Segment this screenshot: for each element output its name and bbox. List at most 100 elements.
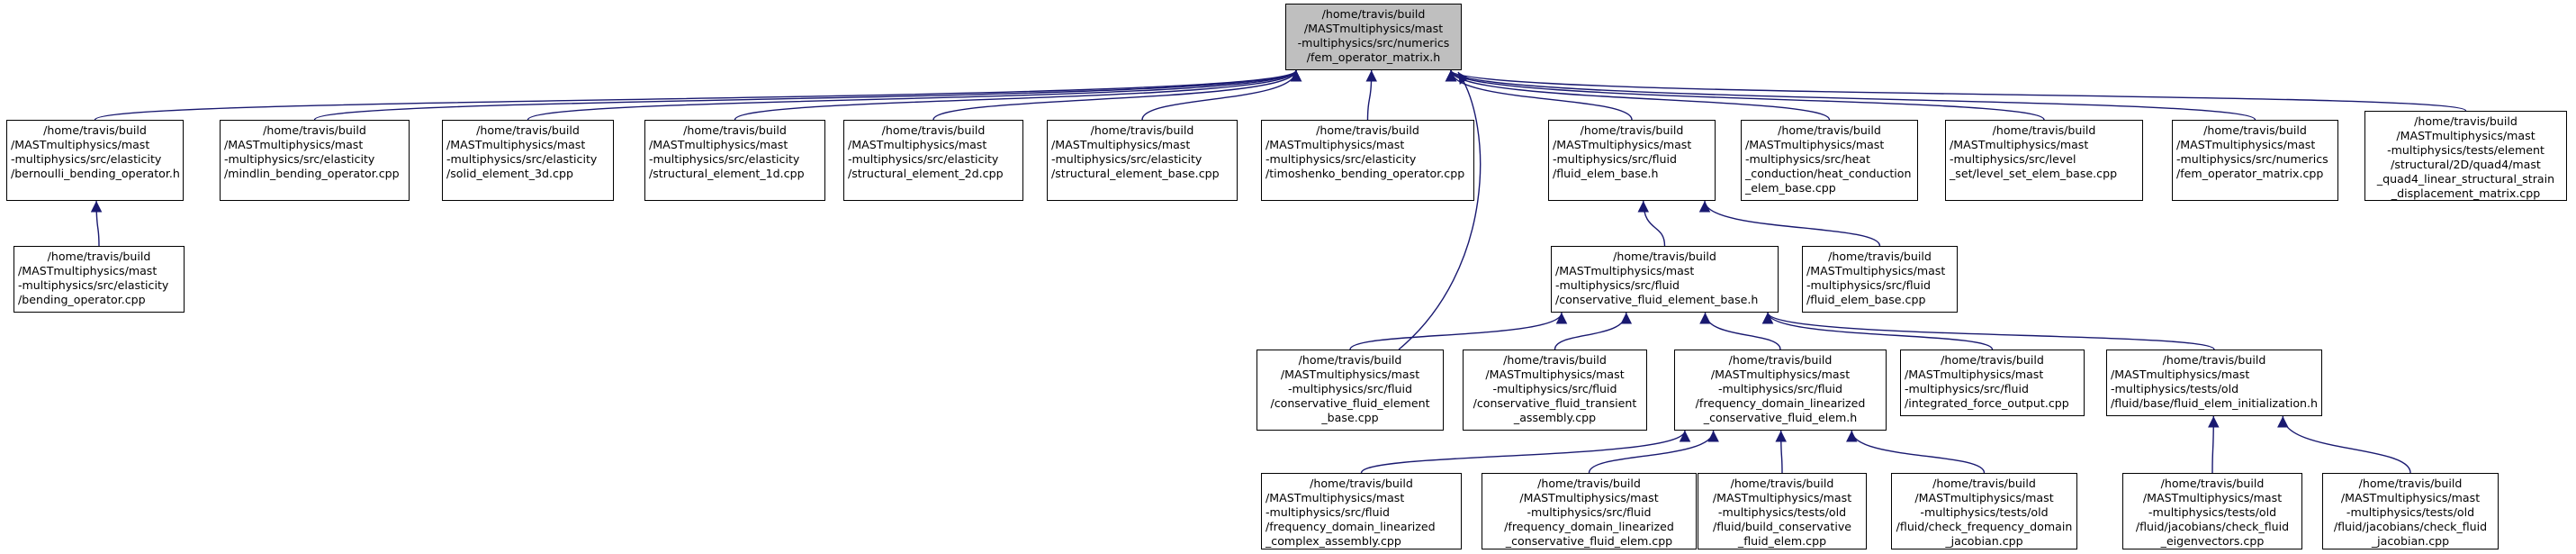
- dependency-edge-femopcpp-to-root: [1446, 69, 2256, 121]
- file-node-femopcpp[interactable]: /home/travis/build/MASTmultiphysics/mast…: [2172, 120, 2338, 201]
- file-node-path-line: /home/travis/build: [1728, 353, 1833, 367]
- file-node-path-line: -multiphysics/src/level: [1950, 152, 2076, 166]
- file-node-path-line: /home/travis/build: [1730, 477, 1834, 490]
- file-node-fluidelembaseh[interactable]: /home/travis/build/MASTmultiphysics/mast…: [1548, 120, 1716, 201]
- file-node-path-line: _conservative_fluid_elem.h: [1703, 411, 1858, 424]
- file-node-freqlincpp[interactable]: /home/travis/build/MASTmultiphysics/mast…: [1482, 473, 1697, 549]
- file-node-path-line: /MASTmultiphysics/mast: [1553, 138, 1692, 151]
- file-node-heatcond[interactable]: /home/travis/build/MASTmultiphysics/mast…: [1741, 120, 1918, 201]
- file-node-path-line: /home/travis/build: [1537, 477, 1641, 490]
- file-node-freqlinh[interactable]: /home/travis/build/MASTmultiphysics/mast…: [1674, 350, 1887, 431]
- file-node-path-line: _complex_assembly.cpp: [1265, 534, 1401, 548]
- file-node-intforce[interactable]: /home/travis/build/MASTmultiphysics/mast…: [1900, 350, 2085, 416]
- file-node-path-line: -multiphysics/src/fluid: [1492, 382, 1617, 395]
- file-node-path-line: -multiphysics/tests/old: [1717, 505, 1847, 519]
- dependency-edge-fluidelembasecpp-to-fluidelembaseh: [1698, 200, 1881, 247]
- file-node-fluidinit[interactable]: /home/travis/build/MASTmultiphysics/mast…: [2106, 350, 2322, 416]
- file-node-path-line: /home/travis/build: [1310, 477, 1413, 490]
- file-node-path-line: _set/level_set_elem_base.cpp: [1950, 167, 2118, 180]
- file-node-freqcomplex[interactable]: /home/travis/build/MASTmultiphysics/mast…: [1261, 473, 1462, 549]
- file-node-path-line: -multiphysics/tests/element: [2387, 143, 2544, 157]
- file-node-bendingop[interactable]: /home/travis/build/MASTmultiphysics/mast…: [14, 246, 185, 313]
- file-node-path-line: /fluid/build_conservative: [1712, 520, 1852, 533]
- file-node-struct1d[interactable]: /home/travis/build/MASTmultiphysics/mast…: [644, 120, 825, 201]
- dependency-edge-intforce-to-consfluidh: [1761, 312, 1994, 350]
- dependency-edge-levelset-to-root: [1445, 69, 2045, 121]
- file-node-path-line: /MASTmultiphysics/mast: [1280, 368, 1420, 381]
- file-node-path-line: /home/travis/build: [263, 123, 366, 137]
- file-node-path-line: /home/travis/build: [683, 123, 787, 137]
- file-node-path-line: /bernoulli_bending_operator.h: [11, 167, 180, 180]
- file-node-checkfreq[interactable]: /home/travis/build/MASTmultiphysics/mast…: [1891, 473, 2077, 549]
- file-node-path-line: -multiphysics/src/fluid: [1527, 505, 1652, 519]
- file-node-struct2d[interactable]: /home/travis/build/MASTmultiphysics/mast…: [843, 120, 1023, 201]
- file-node-path-line: _conduction/heat_conduction: [1745, 167, 1912, 180]
- file-node-consfluidcpp[interactable]: /home/travis/build/MASTmultiphysics/mast…: [1256, 350, 1444, 431]
- file-node-levelset[interactable]: /home/travis/build/MASTmultiphysics/mast…: [1945, 120, 2143, 201]
- file-node-path-line: /fem_operator_matrix.cpp: [2176, 167, 2324, 180]
- dependency-edge-bendingop-to-bernoulli: [90, 200, 103, 247]
- file-node-path-line: /MASTmultiphysics/mast: [1950, 138, 2089, 151]
- file-node-constransient[interactable]: /home/travis/build/MASTmultiphysics/mast…: [1463, 350, 1647, 431]
- file-node-bernoulli[interactable]: /home/travis/build/MASTmultiphysics/mast…: [6, 120, 184, 201]
- file-node-path-line: /home/travis/build: [1932, 477, 2036, 490]
- file-node-path-line: /structural_element_base.cpp: [1051, 167, 1220, 180]
- file-node-path-line: /MASTmultiphysics/mast: [1745, 138, 1885, 151]
- file-node-path-line: /MASTmultiphysics/mast: [1914, 491, 2054, 504]
- dependency-edge-consfluidcpp-to-root: [1398, 71, 1482, 350]
- file-node-path-line: /MASTmultiphysics/mast: [1712, 491, 1852, 504]
- file-node-path-line: _eigenvectors.cpp: [2160, 534, 2265, 548]
- file-node-path-line: /conservative_fluid_element_base.h: [1555, 293, 1759, 306]
- file-node-fluidelembasecpp[interactable]: /home/travis/build/MASTmultiphysics/mast…: [1802, 246, 1958, 313]
- file-node-solid3d[interactable]: /home/travis/build/MASTmultiphysics/mast…: [442, 120, 614, 201]
- file-node-path-line: /MASTmultiphysics/mast: [1806, 264, 1946, 277]
- file-node-quad4[interactable]: /home/travis/build/MASTmultiphysics/mast…: [2364, 111, 2567, 201]
- file-node-path-line: /home/travis/build: [47, 250, 151, 263]
- file-node-checkjac[interactable]: /home/travis/build/MASTmultiphysics/mast…: [2322, 473, 2499, 549]
- file-node-path-line: -multiphysics/tests/old: [1920, 505, 2049, 519]
- file-node-buildcons[interactable]: /home/travis/build/MASTmultiphysics/mast…: [1698, 473, 1867, 549]
- file-node-path-line: -multiphysics/src/elasticity: [1265, 152, 1417, 166]
- file-node-path-line: -multiphysics/tests/old: [2148, 505, 2277, 519]
- file-node-path-line: -multiphysics/src/elasticity: [18, 278, 169, 292]
- file-node-path-line: /home/travis/build: [2203, 123, 2307, 137]
- file-node-path-line: /mindlin_bending_operator.cpp: [224, 167, 400, 180]
- file-node-path-line: /home/travis/build: [1828, 250, 1932, 263]
- file-node-path-line: _assembly.cpp: [1513, 411, 1597, 424]
- file-node-path-line: /bending_operator.cpp: [18, 293, 146, 306]
- dependency-edge-buildcons-to-freqlinh: [1775, 430, 1788, 474]
- file-node-consfluidh[interactable]: /home/travis/build/MASTmultiphysics/mast…: [1551, 246, 1779, 313]
- dependency-edge-checkfreq-to-freqlinh: [1846, 430, 1986, 474]
- file-node-timoshenko[interactable]: /home/travis/build/MASTmultiphysics/mast…: [1261, 120, 1474, 201]
- file-node-path-line: /home/travis/build: [476, 123, 580, 137]
- file-node-path-line: /MASTmultiphysics/mast: [1303, 22, 1444, 35]
- file-node-path-line: /MASTmultiphysics/mast: [446, 138, 586, 151]
- file-node-checkeig[interactable]: /home/travis/build/MASTmultiphysics/mast…: [2122, 473, 2302, 549]
- file-node-structbase[interactable]: /home/travis/build/MASTmultiphysics/mast…: [1047, 120, 1238, 201]
- file-node-path-line: /MASTmultiphysics/mast: [848, 138, 987, 151]
- file-node-mindlin[interactable]: /home/travis/build/MASTmultiphysics/mast…: [220, 120, 410, 201]
- file-node-path-line: _fluid_elem.cpp: [1737, 534, 1827, 548]
- file-node-path-line: /home/travis/build: [1503, 353, 1607, 367]
- file-node-path-line: /MASTmultiphysics/mast: [2340, 491, 2481, 504]
- file-node-path-line: -multiphysics/src/fluid: [1555, 278, 1680, 292]
- file-node-path-line: /MASTmultiphysics/mast: [1519, 491, 1659, 504]
- dependency-edge-solid3d-to-root: [527, 69, 1302, 121]
- file-node-path-line: -multiphysics/src/numerics: [1297, 36, 1450, 50]
- file-node-path-line: _jacobian.cpp: [2371, 534, 2450, 548]
- file-node-path-line: -multiphysics/src/elasticity: [848, 152, 999, 166]
- file-node-root[interactable]: /home/travis/build/MASTmultiphysics/mast…: [1285, 4, 1462, 70]
- file-node-path-line: /home/travis/build: [2160, 477, 2265, 490]
- file-node-path-line: /MASTmultiphysics/mast: [1555, 264, 1695, 277]
- file-node-path-line: _elem_base.cpp: [1745, 181, 1836, 195]
- file-node-path-line: /fluid/jacobians/check_fluid: [2135, 520, 2290, 533]
- file-node-path-line: /MASTmultiphysics/mast: [11, 138, 150, 151]
- dependency-edge-freqlincpp-to-freqlinh: [1588, 430, 1719, 474]
- file-node-path-line: /home/travis/build: [1941, 353, 2044, 367]
- dependency-edge-struct1d-to-root: [734, 69, 1302, 121]
- file-node-path-line: /home/travis/build: [1778, 123, 1881, 137]
- dependency-edge-freqlinh-to-consfluidh: [1699, 312, 1781, 350]
- file-node-path-line: /MASTmultiphysics/mast: [1485, 368, 1625, 381]
- file-node-path-line: /MASTmultiphysics/mast: [224, 138, 364, 151]
